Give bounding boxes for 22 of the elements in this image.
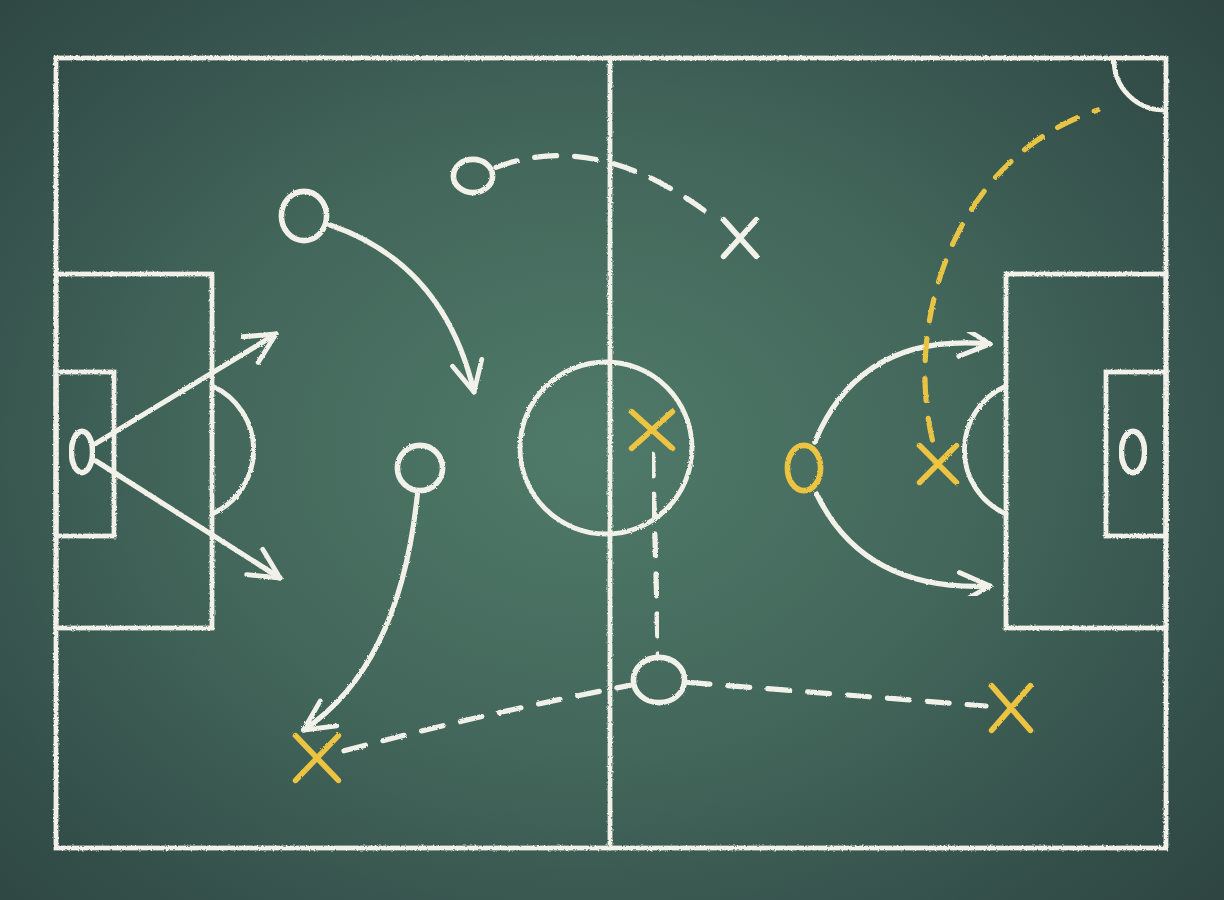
dashed-line bbox=[341, 682, 633, 754]
arrow bbox=[93, 331, 279, 446]
cross-marker bbox=[986, 680, 1036, 736]
curved-arrow bbox=[301, 491, 420, 733]
curved-arrow bbox=[814, 491, 993, 604]
circle-marker bbox=[278, 188, 330, 244]
circle-marker bbox=[450, 156, 496, 196]
circle-marker bbox=[1118, 428, 1148, 476]
cross-marker bbox=[718, 214, 762, 262]
curved-arrow bbox=[812, 325, 993, 445]
curved-arrow bbox=[327, 222, 484, 395]
arrow bbox=[93, 458, 283, 581]
dashed-line bbox=[650, 451, 661, 657]
circle-marker bbox=[394, 442, 446, 494]
circle-marker bbox=[784, 442, 824, 494]
dashed-line bbox=[922, 107, 1101, 443]
dashed-line bbox=[685, 679, 989, 709]
cross-marker bbox=[626, 406, 678, 454]
circle-marker bbox=[68, 428, 96, 476]
circle-marker bbox=[630, 654, 688, 706]
cross-marker bbox=[914, 440, 962, 488]
cross-marker bbox=[290, 730, 344, 786]
